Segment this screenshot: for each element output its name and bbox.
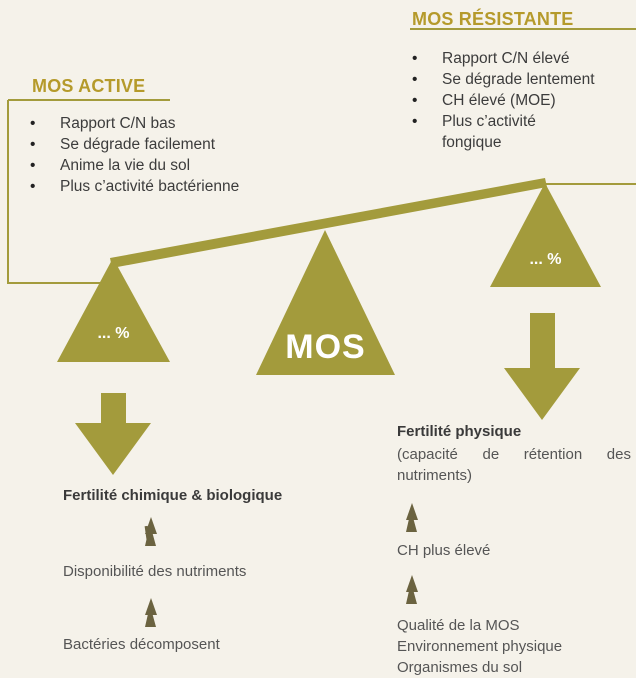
left-triangle [57,258,170,362]
right-step-line: Qualité de la MOS [397,617,520,634]
left-triangle-label: ... % [97,325,130,342]
balance-beam [110,178,547,268]
center-triangle-label: MOS [285,328,366,366]
center-triangle [256,230,395,375]
active-bullet-item: Se dégrade facilement [30,134,300,155]
active-bullet-list: Rapport C/N bas Se dégrade facilement An… [30,113,300,197]
right-description: (capacité de rétention des nutriments) [397,446,631,484]
small-arrow-icon-right-2 [406,575,418,604]
right-down-arrow [504,313,580,420]
left-down-arrow [75,393,151,475]
left-heading-fertilite-chimique: Fertilité chimique & biologique [63,487,283,504]
right-step-line: Organismes du sol [397,659,523,676]
active-bullet-item: Anime la vie du sol [30,155,300,176]
active-bullet-item: Plus c’activité bactérienne [30,176,300,197]
title-mos-active: MOS ACTIVE [32,76,146,96]
resistant-bullet-item: Rapport C/N élevé [412,48,634,69]
small-arrow-icon-right-1 [406,503,418,532]
right-triangle [490,183,601,287]
left-step-disponibilite: Disponibilité des nutriments [63,563,247,580]
right-step-ch: CH plus élevé [397,542,491,559]
active-bracket-line [7,100,115,284]
title-mos-resistante: MOS RÉSISTANTE [412,9,574,29]
left-step-bacteries: Bactéries décomposent [63,636,220,653]
active-bullet-item: Rapport C/N bas [30,113,300,134]
small-arrow-icon-left-1 [144,517,157,547]
resistant-bullet-item: CH élevé (MOE) [412,90,634,111]
right-heading-fertilite-physique: Fertilité physique [397,423,522,440]
small-arrow-icon-left-2 [145,598,157,627]
right-triangle-label: ... % [529,251,562,268]
resistant-bullet-item: Plus c’activité fongique [412,111,562,153]
resistant-bullet-list: Rapport C/N élevé Se dégrade lentement C… [412,48,634,153]
right-step-list: Qualité de la MOS Environnement physique… [397,615,562,678]
right-step-line: Environnement physique [397,638,563,655]
resistant-bullet-item: Se dégrade lentement [412,69,634,90]
